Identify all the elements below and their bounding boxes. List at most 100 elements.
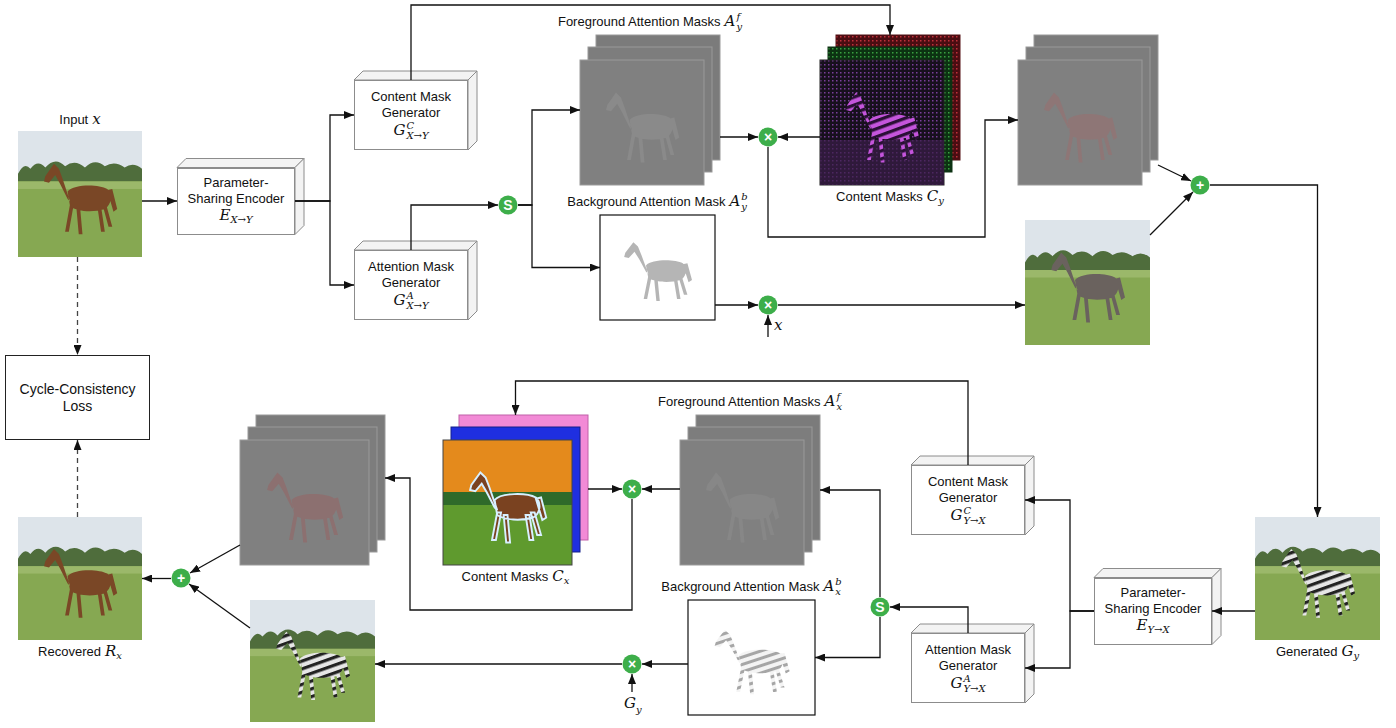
text-line: × [764, 295, 772, 315]
operator-circle: × [758, 127, 778, 147]
horse-figure [44, 164, 117, 235]
text-line: Content Mask Generator [916, 474, 1020, 506]
script-pair: AY→X [963, 674, 985, 694]
photo-background [1025, 220, 1150, 345]
horse-content [470, 473, 546, 543]
subscript: Y→X [963, 684, 985, 694]
input-arrow [631, 674, 632, 692]
circle-fill [871, 598, 890, 617]
operator-symbol: × [764, 129, 772, 145]
box-depth [911, 624, 1034, 703]
zebra-content [846, 93, 919, 163]
box-face [468, 71, 477, 150]
flow-connector [588, 488, 622, 489]
circle-fill [172, 569, 191, 588]
image-node: Content MasksCx [443, 415, 588, 565]
module-box: Parameter- Sharing EncoderEY→X [1094, 578, 1212, 645]
circle-fill [623, 480, 642, 499]
flow-connector [1212, 610, 1255, 611]
flow-connector [518, 110, 580, 205]
image-node: Inputx [18, 131, 142, 257]
label-text: Parameter- Sharing Encoder [1105, 585, 1202, 616]
text-line: Content MasksCy [836, 188, 944, 209]
superscript: b [835, 577, 841, 587]
flow-arrow [189, 584, 250, 628]
superscript: b [741, 192, 747, 202]
text-line: × [628, 479, 636, 499]
flow-arrow [1150, 192, 1193, 235]
mask-layer [580, 60, 704, 185]
result-layer [240, 440, 369, 565]
label-text: Background Attention Mask [567, 194, 725, 209]
text-line: EX→Y [182, 207, 290, 228]
result-silhouette [1044, 93, 1117, 163]
flow-connector [1025, 611, 1094, 668]
flow-connector [715, 304, 758, 305]
text-block: Inputx [59, 111, 100, 128]
text-line: + [1196, 175, 1204, 195]
text-line: Parameter- Sharing Encoder [182, 175, 290, 207]
mask-silhouette [715, 630, 790, 694]
text-block: × [764, 127, 772, 147]
flow-connector [1025, 500, 1094, 611]
label-text: Attention Mask Generator [925, 642, 1011, 673]
box-depth [911, 456, 1034, 535]
module-box: Attention Mask GeneratorGAX→Y [354, 250, 468, 320]
operator-circle: S [870, 597, 890, 617]
flow-connector [518, 205, 600, 268]
box-face [1025, 624, 1034, 703]
label-text: Cycle-Consistency Loss [20, 381, 136, 414]
superscript: f [736, 12, 742, 22]
text-line: Foreground Attention MasksAfy [558, 12, 742, 32]
text-block: S [875, 597, 884, 617]
result-silhouette [267, 473, 343, 543]
operator-circle: × [758, 295, 778, 315]
math-symbol: G [1341, 642, 1353, 660]
circle-fill [499, 196, 518, 215]
mask-layer [680, 440, 804, 565]
operator-symbol: × [764, 297, 772, 313]
label-text: Foreground Attention Masks [558, 14, 721, 29]
text-line: Content MasksCx [462, 568, 570, 589]
text-line: × [764, 127, 772, 147]
box-face [911, 624, 1034, 633]
text-block: S [503, 195, 512, 215]
superscript: f [836, 392, 842, 402]
subscript: Y→X [1147, 624, 1169, 635]
text-line: GAY→X [916, 674, 1020, 694]
box-face [1094, 569, 1221, 578]
box-face [354, 241, 477, 250]
script-pair: by [741, 192, 747, 212]
image-node: Foreground Attention MasksAfx [680, 415, 820, 565]
label-text: Content Mask Generator [928, 474, 1008, 505]
box-face [1212, 569, 1221, 645]
subscript: x [836, 402, 842, 412]
subscript: X→Y [230, 214, 252, 225]
text-block: RecoveredRx [38, 643, 122, 664]
flow-connector [720, 136, 758, 137]
label-text: Content Masks [836, 189, 923, 204]
text-block: Content Mask GeneratorGCX→Y [359, 89, 463, 141]
flow-connector [295, 201, 354, 285]
script-pair: bx [835, 577, 841, 597]
text-block: Background Attention MaskAbx [661, 577, 842, 597]
math-symbol: x [92, 110, 100, 128]
photo-background [18, 517, 142, 640]
text-line: Inputx [59, 111, 100, 128]
horse-figure [1051, 253, 1125, 323]
module-box: Content Mask GeneratorGCY→X [911, 465, 1025, 535]
label-text: Parameter- Sharing Encoder [188, 175, 285, 206]
loss-box: Cycle-Consistency Loss [5, 355, 150, 440]
text-block: Attention Mask GeneratorGAY→X [916, 642, 1020, 694]
text-block: + [1196, 175, 1204, 195]
math-symbol: A [730, 192, 741, 210]
text-line: S [875, 597, 884, 617]
operator-symbol: S [503, 197, 512, 213]
box-depth [177, 159, 304, 235]
module-box: Parameter- Sharing EncoderEX→Y [177, 168, 295, 235]
script-pair: AX→Y [406, 291, 428, 311]
flow-connector [411, 5, 890, 80]
operator-symbol: + [1196, 177, 1204, 193]
background-mask [600, 215, 715, 320]
